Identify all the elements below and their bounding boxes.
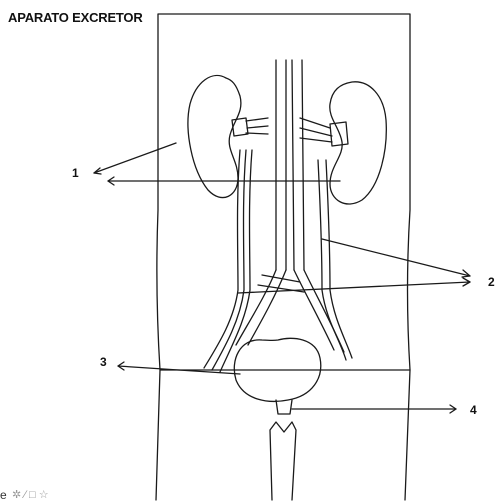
right-ureter — [318, 160, 352, 360]
label-3: 3 — [100, 355, 107, 369]
pointer-2a-head — [462, 270, 470, 277]
pointer-2a — [322, 239, 470, 276]
pointer-1a — [94, 143, 176, 173]
urethra-top — [276, 400, 292, 414]
corner-icon: e — [0, 488, 7, 502]
label-1: 1 — [72, 166, 79, 180]
torso-outline — [157, 14, 410, 370]
torso-lower — [156, 370, 410, 500]
vena-cava — [292, 60, 304, 270]
urethra — [270, 422, 296, 500]
right-kidney — [330, 82, 387, 204]
label-2: 2 — [488, 275, 495, 289]
left-kidney — [188, 76, 241, 198]
right-renal-vessels — [300, 118, 332, 142]
toolbar-glyphs: ✲∕□☆ — [12, 488, 52, 501]
label-4: 4 — [470, 403, 477, 417]
left-renal-vessels — [246, 118, 268, 134]
left-ureter — [204, 150, 252, 372]
aorta — [276, 60, 286, 270]
